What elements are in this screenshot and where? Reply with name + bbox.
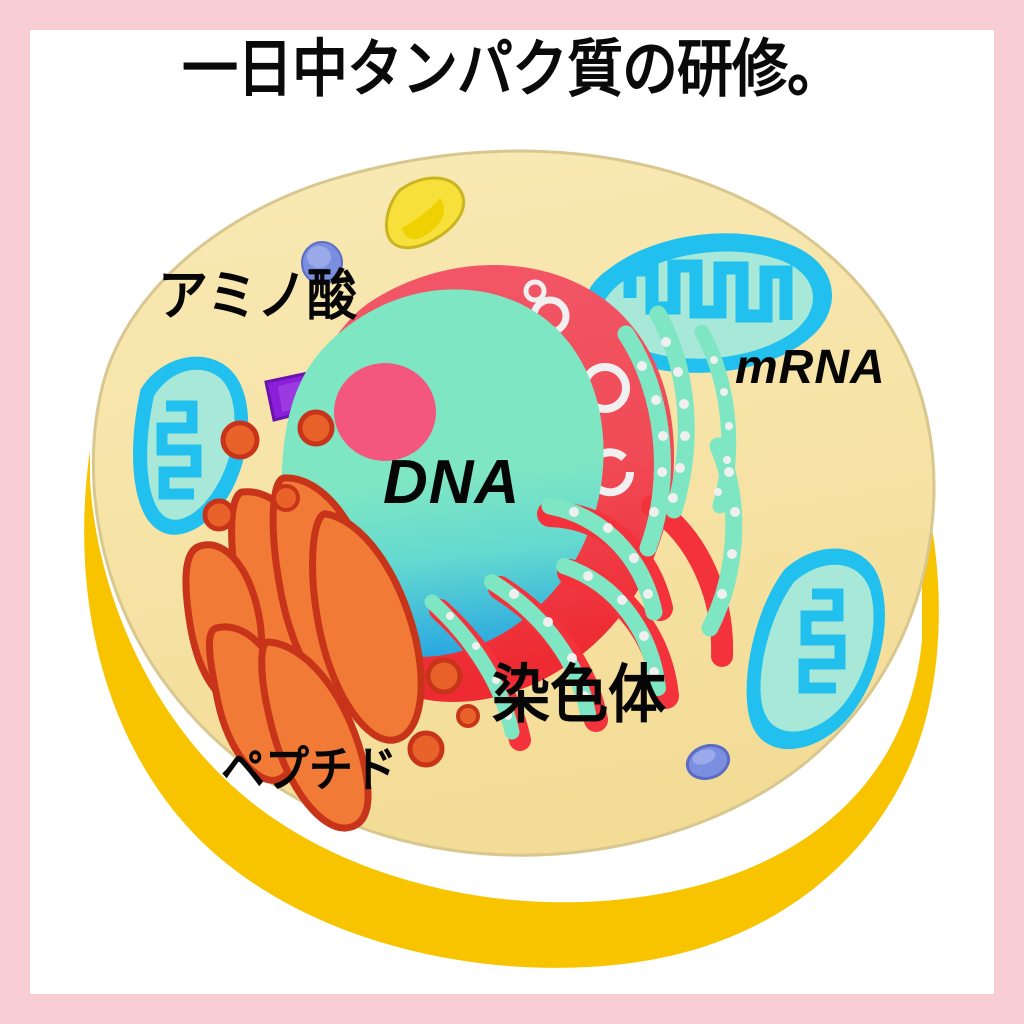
golgi-apparatus [182, 474, 425, 832]
label-dna: DNA [383, 448, 521, 517]
lysosome-lower [685, 743, 731, 781]
mitochondrion-right [746, 548, 885, 750]
label-chromosome: 染色体 [492, 657, 667, 733]
label-mrna: mRNA [735, 341, 886, 394]
ribosomes [446, 337, 740, 720]
nucleolus [334, 363, 436, 461]
lysosome-upper [301, 241, 343, 285]
label-amino-acid: アミノ酸 [158, 264, 357, 328]
mitochondrion-top-right [583, 233, 832, 373]
cell-diagram [30, 120, 994, 994]
image-canvas: 一日中タンパク質の研修。 [30, 30, 994, 994]
endoplasmic-reticulum-green [424, 305, 743, 740]
cell-base-rim [84, 450, 939, 968]
vesicles [202, 409, 480, 768]
label-peptide: ペプチド [221, 742, 397, 799]
mitochondrion-left [133, 356, 249, 535]
cell-illustration-svg [84, 149, 939, 968]
vacuole [384, 176, 466, 250]
page-title: 一日中タンパク質の研修。 [182, 33, 843, 107]
